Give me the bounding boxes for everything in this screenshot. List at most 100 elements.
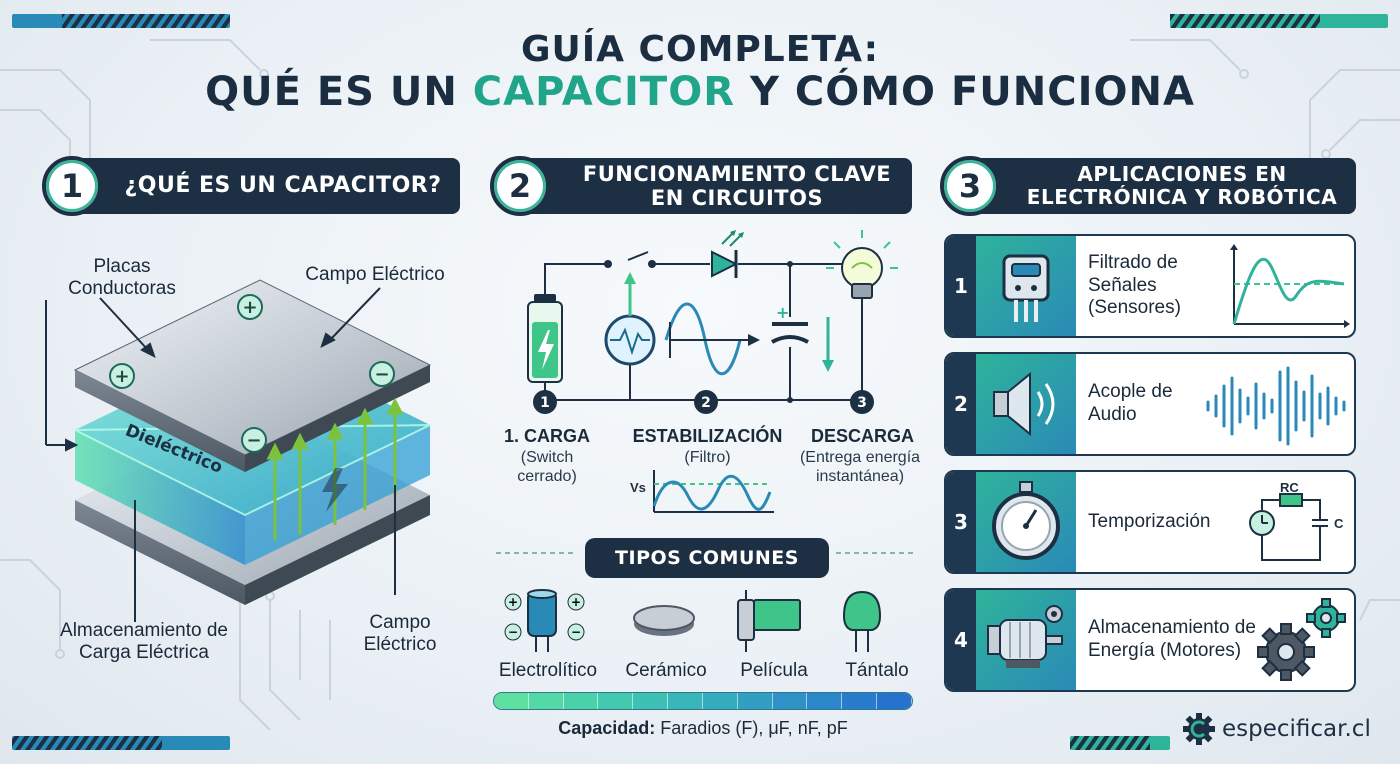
capacitor-plus-sign: + bbox=[776, 303, 789, 322]
page-title: GUÍA COMPLETA: QUÉ ES UN CAPACITOR Y CÓM… bbox=[0, 29, 1400, 115]
lightning-icon bbox=[322, 468, 348, 512]
card-4-text: Almacenamiento de Energía (Motores) bbox=[1088, 617, 1256, 661]
types-header: TIPOS COMUNES bbox=[585, 538, 829, 578]
svg-text:−: − bbox=[508, 625, 518, 639]
sine-wave bbox=[664, 302, 742, 376]
section-2-number: 2 bbox=[490, 156, 550, 216]
card-2-text: Acople de Audio bbox=[1088, 381, 1173, 425]
types-divider bbox=[496, 552, 916, 554]
graph-axis-vs: Vs bbox=[630, 480, 646, 495]
c-label: C bbox=[1334, 516, 1344, 531]
card-1-number: 1 bbox=[946, 236, 976, 336]
section-2-number-text: 2 bbox=[508, 167, 532, 205]
type-electrolitico: Electrolítico bbox=[498, 660, 598, 681]
stabilization-graph: Vs bbox=[630, 470, 774, 513]
sign-plus-1: + bbox=[242, 297, 257, 318]
top-plate-side-left bbox=[75, 370, 245, 472]
capacity-units: Faradios (F), μF, nF, pF bbox=[655, 718, 848, 738]
ceramic-capacitor-icon bbox=[633, 605, 695, 636]
card-4-number: 4 bbox=[946, 590, 976, 690]
svg-text:+: + bbox=[508, 595, 518, 609]
card-2-number: 2 bbox=[946, 354, 976, 454]
switch bbox=[627, 251, 649, 261]
capacity-text: Capacidad: Faradios (F), μF, nF, pF bbox=[493, 718, 913, 739]
types-header-text: TIPOS COMUNES bbox=[615, 547, 799, 569]
card-1-text: Filtrado de Señales (Sensores) bbox=[1088, 251, 1181, 319]
title-line-2-pre: QUÉ ES UN bbox=[205, 69, 473, 116]
electrolytic-capacitor-icon: + + − − bbox=[504, 589, 585, 652]
bottom-plate-side-right bbox=[245, 495, 430, 605]
sign-minus-1: − bbox=[374, 364, 389, 385]
plates-leader bbox=[99, 297, 149, 351]
brand-logo-text: especificar.cl bbox=[1222, 716, 1371, 742]
speaker-icon bbox=[993, 371, 1055, 437]
sign-plus-2: + bbox=[114, 366, 129, 387]
rc-circuit: RC C bbox=[1249, 480, 1344, 561]
step-2-subtitle: (Filtro) bbox=[684, 449, 731, 466]
application-card-filtrado: 1 Filtrado de Señales (Sensores) bbox=[944, 234, 1356, 338]
dielectric-side-left bbox=[75, 430, 245, 565]
motor-icon bbox=[987, 605, 1063, 668]
card-2-icon-panel bbox=[976, 354, 1076, 454]
capacitor-symbol: + bbox=[771, 303, 834, 372]
capacity-gradient-bar bbox=[493, 692, 913, 710]
filter-response-graph bbox=[1230, 244, 1350, 328]
step-1-node: 1 bbox=[540, 395, 550, 411]
title-accent: CAPACITOR bbox=[472, 69, 736, 116]
section-1-header: ¿QUÉ ES UN CAPACITOR? bbox=[68, 158, 460, 214]
card-1-icon-panel bbox=[976, 236, 1076, 336]
tantalum-capacitor-icon bbox=[842, 590, 882, 652]
section-3-title: APLICACIONES EN ELECTRÓNICA Y ROBÓTICA bbox=[1026, 162, 1338, 209]
type-pelicula: Película bbox=[740, 660, 808, 681]
capacitor-3d-illustration: Dieléctrico + + − − bbox=[45, 279, 432, 622]
capacity-label: Capacidad: bbox=[558, 718, 656, 738]
type-tantalo: Tántalo bbox=[845, 660, 909, 681]
card-4-icon-panel bbox=[976, 590, 1076, 690]
film-capacitor-icon bbox=[737, 590, 801, 652]
label-almacenamiento: Almacenamiento de Carga Eléctrica bbox=[60, 620, 228, 663]
capacitor-types-icons: + + − − bbox=[504, 589, 882, 652]
led-diode-icon bbox=[711, 230, 744, 278]
field-top-leader bbox=[329, 287, 381, 341]
svg-text:−: − bbox=[571, 625, 581, 639]
section-1-number-text: 1 bbox=[60, 167, 84, 205]
card-3-text: Temporización bbox=[1088, 510, 1211, 532]
brand-logo[interactable]: especificar.cl bbox=[1182, 712, 1371, 746]
step-3-title: DESCARGA bbox=[810, 426, 914, 446]
step-1-subtitle: (Switch cerrado) bbox=[517, 449, 577, 486]
signal-meter-icon bbox=[604, 272, 656, 366]
step-2-title: ESTABILIZACIÓN bbox=[632, 426, 783, 446]
label-campo-electrico-top: Campo Eléctrico bbox=[305, 264, 445, 285]
audio-waveform bbox=[1206, 366, 1346, 446]
rc-label: RC bbox=[1280, 480, 1299, 495]
label-campo-electrico-bottom: Campo Eléctrico bbox=[363, 612, 437, 655]
card-3-icon-panel bbox=[976, 472, 1076, 572]
section-3-header: APLICACIONES EN ELECTRÓNICA Y ROBÓTICA bbox=[968, 158, 1356, 214]
stopwatch-icon bbox=[992, 481, 1060, 560]
card-3-number: 3 bbox=[946, 472, 976, 572]
battery-icon bbox=[527, 294, 563, 383]
title-line-1: GUÍA COMPLETA: bbox=[520, 29, 880, 70]
svg-text:+: + bbox=[571, 595, 581, 609]
lightbulb-icon bbox=[826, 230, 898, 299]
application-card-almacenamiento: 4 Almacenamiento de Energía (Motores) bbox=[944, 588, 1356, 692]
title-line-2-post: Y CÓMO FUNCIONA bbox=[735, 69, 1195, 116]
label-placas-conductoras: Placas Conductoras bbox=[68, 256, 176, 299]
circuit-diagram: + 1 2 3 bbox=[527, 230, 898, 414]
bottom-plate-side-left bbox=[75, 500, 245, 605]
step-3-node: 3 bbox=[857, 395, 867, 411]
gear-logo-icon bbox=[1183, 713, 1215, 745]
section-2-header: FUNCIONAMIENTO CLAVE EN CIRCUITOS bbox=[520, 158, 912, 214]
step-1-title: 1. CARGA bbox=[503, 426, 590, 446]
section-1-title: ¿QUÉ ES UN CAPACITOR? bbox=[124, 173, 442, 199]
sign-minus-2: − bbox=[246, 430, 261, 451]
section-1-number: 1 bbox=[42, 156, 102, 216]
section-2-title: FUNCIONAMIENTO CLAVE EN CIRCUITOS bbox=[582, 161, 892, 210]
type-ceramico: Cerámico bbox=[625, 660, 707, 681]
section-3-number-text: 3 bbox=[958, 167, 982, 205]
step-3-subtitle: (Entrega energía instantánea) bbox=[799, 449, 921, 486]
electric-field-arrows bbox=[266, 397, 404, 540]
top-plate-side-right bbox=[245, 365, 430, 472]
title-line-2: QUÉ ES UN CAPACITOR Y CÓMO FUNCIONA bbox=[0, 70, 1400, 115]
